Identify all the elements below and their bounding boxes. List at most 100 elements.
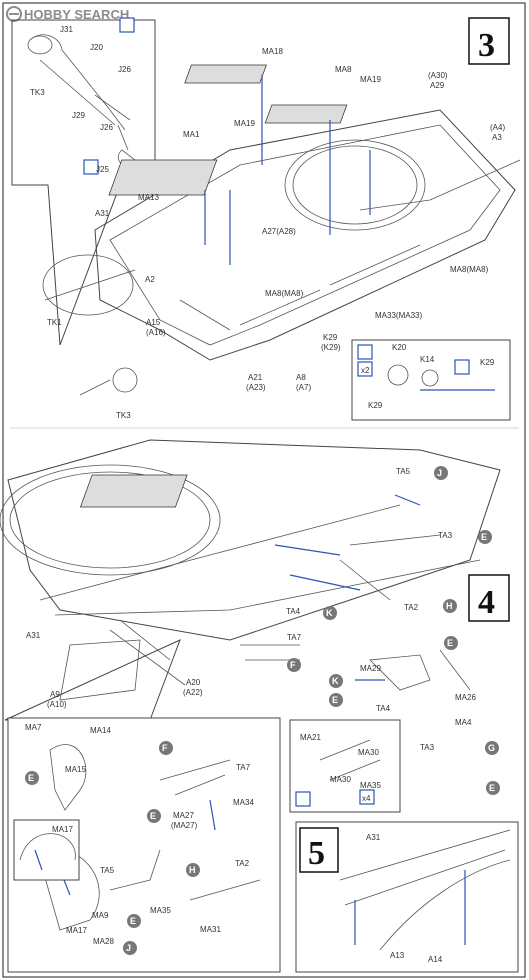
step-4-labels: TA5 TA3 TA2 TA4 TA7 A31 A9 (A10) A20 (A2… [25,467,476,964]
svg-text:x4: x4 [362,794,371,803]
svg-text:A31: A31 [26,631,41,640]
svg-text:TA7: TA7 [236,763,251,772]
svg-text:A8: A8 [296,373,306,382]
svg-text:MA30: MA30 [358,748,379,757]
svg-text:J: J [126,943,131,953]
svg-text:TA4: TA4 [286,607,301,616]
inset-ma21 [289,719,401,813]
svg-text:(A4): (A4) [490,123,505,132]
svg-text:MA15: MA15 [65,765,86,774]
step-3-number: 3 [478,27,495,64]
svg-text:MA19: MA19 [360,75,381,84]
part-a9 [59,639,141,701]
svg-text:TA2: TA2 [235,859,250,868]
step-4-number: 4 [478,584,495,621]
svg-text:MA35: MA35 [360,781,381,790]
svg-text:A31: A31 [366,833,381,842]
svg-text:J25: J25 [96,165,109,174]
svg-text:(A22): (A22) [183,688,203,697]
svg-text:TK3: TK3 [30,88,45,97]
step-3-box: 3 [468,17,510,65]
svg-text:(A10): (A10) [47,700,67,709]
watermark: HOBBY SEARCH [6,6,129,22]
badge-j2: J [123,941,137,955]
inset-turret-detail [11,17,156,346]
svg-text:MA17: MA17 [52,825,73,834]
svg-text:(A30): (A30) [428,71,448,80]
svg-text:(A16): (A16) [146,328,166,337]
svg-text:(MA27): (MA27) [171,821,198,830]
svg-text:A2: A2 [145,275,155,284]
svg-text:E: E [332,695,338,705]
svg-text:MA29: MA29 [360,664,381,673]
svg-text:MA13: MA13 [138,193,159,202]
paint-icon [83,159,99,175]
badge-e7: E [127,914,141,928]
svg-text:MA27: MA27 [173,811,194,820]
svg-text:K: K [332,676,339,686]
badge-f1: F [287,658,301,672]
svg-text:MA19: MA19 [234,119,255,128]
svg-text:A3: A3 [492,133,502,142]
svg-text:MA28: MA28 [93,937,114,946]
badge-e3: E [329,693,343,707]
svg-text:E: E [150,811,156,821]
svg-text:E: E [481,532,487,542]
svg-text:MA14: MA14 [90,726,111,735]
inset-ma17 [13,819,80,881]
badge-g1: G [485,741,499,755]
badge-e6: E [147,809,161,823]
svg-text:F: F [162,743,168,753]
svg-text:(K29): (K29) [321,343,341,352]
svg-text:TK1: TK1 [47,318,62,327]
svg-text:G: G [488,743,495,753]
step-3-labels: J31 J20 J26 J26 J29 TK3 J25 MA18 MA8 MA1… [30,25,505,420]
svg-text:J31: J31 [60,25,73,34]
svg-text:MA8: MA8 [335,65,352,74]
hull-upper-step3 [42,64,521,396]
grille-ma8 [264,104,348,124]
step-5-number: 5 [308,835,325,872]
badge-e5: E [25,771,39,785]
badge-e1: E [478,530,492,544]
svg-text:MA4: MA4 [455,718,472,727]
badge-j1: J [434,466,448,480]
svg-text:TA3: TA3 [420,743,435,752]
svg-text:A20: A20 [186,678,201,687]
svg-text:H: H [446,601,453,611]
svg-text:MA1: MA1 [183,130,200,139]
inset-k-parts [351,339,511,421]
svg-text:A14: A14 [428,955,443,964]
svg-text:A21: A21 [248,373,263,382]
svg-text:K29: K29 [323,333,338,342]
svg-text:MA30: MA30 [330,775,351,784]
hull-step4 [0,439,501,721]
ta4-detail [355,649,471,691]
svg-text:A13: A13 [390,951,405,960]
svg-text:K20: K20 [392,343,407,352]
glue-icon [119,17,135,33]
badge-f2: F [159,741,173,755]
svg-text:MA9: MA9 [92,911,109,920]
badge-h2: H [186,863,200,877]
svg-text:MA33(MA33): MA33(MA33) [375,311,422,320]
svg-text:MA18: MA18 [262,47,283,56]
grille-step4 [79,474,188,508]
badge-k2: K [329,674,343,688]
svg-text:J26: J26 [118,65,131,74]
svg-text:J26: J26 [100,123,113,132]
svg-text:K14: K14 [420,355,435,364]
svg-text:MA35: MA35 [150,906,171,915]
svg-text:A15: A15 [146,318,161,327]
svg-text:H: H [189,865,196,875]
step-4-box: 4 [468,574,510,622]
svg-text:K29: K29 [480,358,495,367]
svg-text:J29: J29 [72,111,85,120]
svg-text:A31: A31 [95,209,110,218]
svg-text:MA7: MA7 [25,723,42,732]
svg-text:MA8(MA8): MA8(MA8) [265,289,304,298]
svg-text:E: E [447,638,453,648]
svg-text:(A23): (A23) [246,383,266,392]
